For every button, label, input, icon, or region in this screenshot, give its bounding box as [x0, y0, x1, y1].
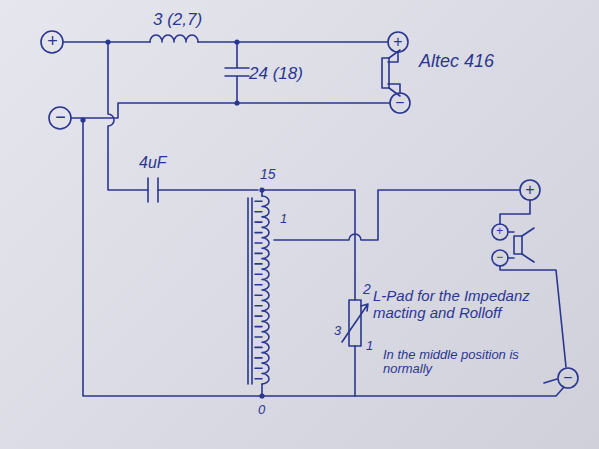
component-label: Altec 416: [419, 52, 494, 72]
terminal: [492, 224, 508, 240]
speaker-symbol: [514, 236, 522, 254]
transformer-core: [248, 198, 252, 384]
terminal: [388, 32, 408, 52]
component-label: 24 (18): [249, 65, 303, 84]
speaker-symbol: [389, 50, 400, 96]
tap-dot: [259, 187, 264, 192]
terminal-sign: −: [395, 94, 404, 112]
junction-dot: [105, 39, 110, 44]
capacitor-symbol: [148, 178, 158, 202]
l-pad-wiper: [342, 304, 368, 342]
component-label: 3 (2,7): [153, 11, 202, 30]
note-text: In the middle position is normally: [383, 348, 533, 377]
wire: [63, 41, 388, 43]
inductor-symbol: [150, 35, 198, 42]
wire: [83, 120, 564, 396]
terminal-sign: +: [393, 33, 402, 51]
terminal-sign: +: [47, 32, 58, 52]
terminal-sign: −: [55, 108, 66, 128]
wire: [354, 346, 356, 396]
terminal-sign: +: [496, 225, 503, 238]
terminal: [492, 250, 508, 266]
autotransformer-coil: [255, 196, 269, 384]
terminal: [520, 180, 540, 200]
junction-dot: [80, 117, 85, 122]
tap-dot: [259, 393, 264, 398]
component-label: 0: [258, 403, 265, 417]
wire: [108, 42, 258, 190]
component-label: 1: [366, 339, 373, 353]
component-label: 2: [363, 282, 371, 297]
terminal: [390, 93, 410, 113]
leader-line: [544, 379, 557, 383]
wire: [262, 190, 355, 300]
wire: [500, 200, 530, 224]
terminal: [558, 368, 578, 388]
note-text: L-Pad for the Impedanz macting and Rollo…: [373, 288, 541, 321]
wire: [261, 190, 263, 396]
speaker-symbol: [382, 58, 389, 88]
wire: [274, 190, 520, 240]
terminal-sign: −: [563, 369, 572, 387]
wire: [71, 103, 390, 118]
component-label: 15: [260, 167, 276, 182]
wire: [508, 232, 514, 258]
speaker-symbol: [522, 228, 534, 262]
terminal: [41, 31, 63, 53]
component-label: 1: [280, 212, 287, 226]
terminal-sign: +: [525, 181, 534, 199]
junction-dot: [234, 39, 239, 44]
component-label: 4uF: [139, 154, 167, 172]
terminal: [49, 107, 71, 129]
component-label: 3: [334, 324, 341, 338]
terminal-sign: −: [496, 251, 503, 264]
capacitor-symbol: [225, 42, 249, 103]
junction-dot: [234, 100, 239, 105]
